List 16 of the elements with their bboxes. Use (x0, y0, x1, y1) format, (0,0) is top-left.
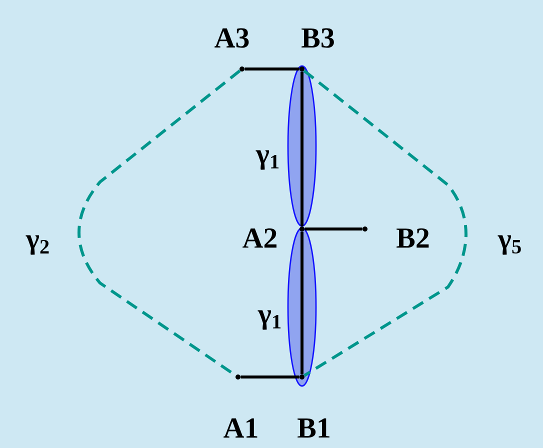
point-label: A1 (224, 418, 258, 438)
curve-label: γ$_{1}$ (256, 150, 279, 170)
line-segment (300, 72, 304, 226)
point-label: A2 (242, 228, 276, 248)
point-label: A3 (214, 28, 249, 48)
point-label: B2 (396, 228, 429, 248)
edge-label: γ$_{2}$ (26, 235, 49, 255)
line-segment (304, 228, 362, 230)
point-label: B1 (298, 418, 330, 438)
dashed-curve (303, 70, 468, 377)
edge-label: γ$_{5}$ (498, 235, 521, 255)
curve-label: γ$_{1}$ (258, 310, 281, 330)
point-label: B3 (302, 28, 334, 48)
line-segment (240, 376, 300, 378)
line-segment (300, 232, 304, 374)
line-segment (244, 68, 300, 70)
